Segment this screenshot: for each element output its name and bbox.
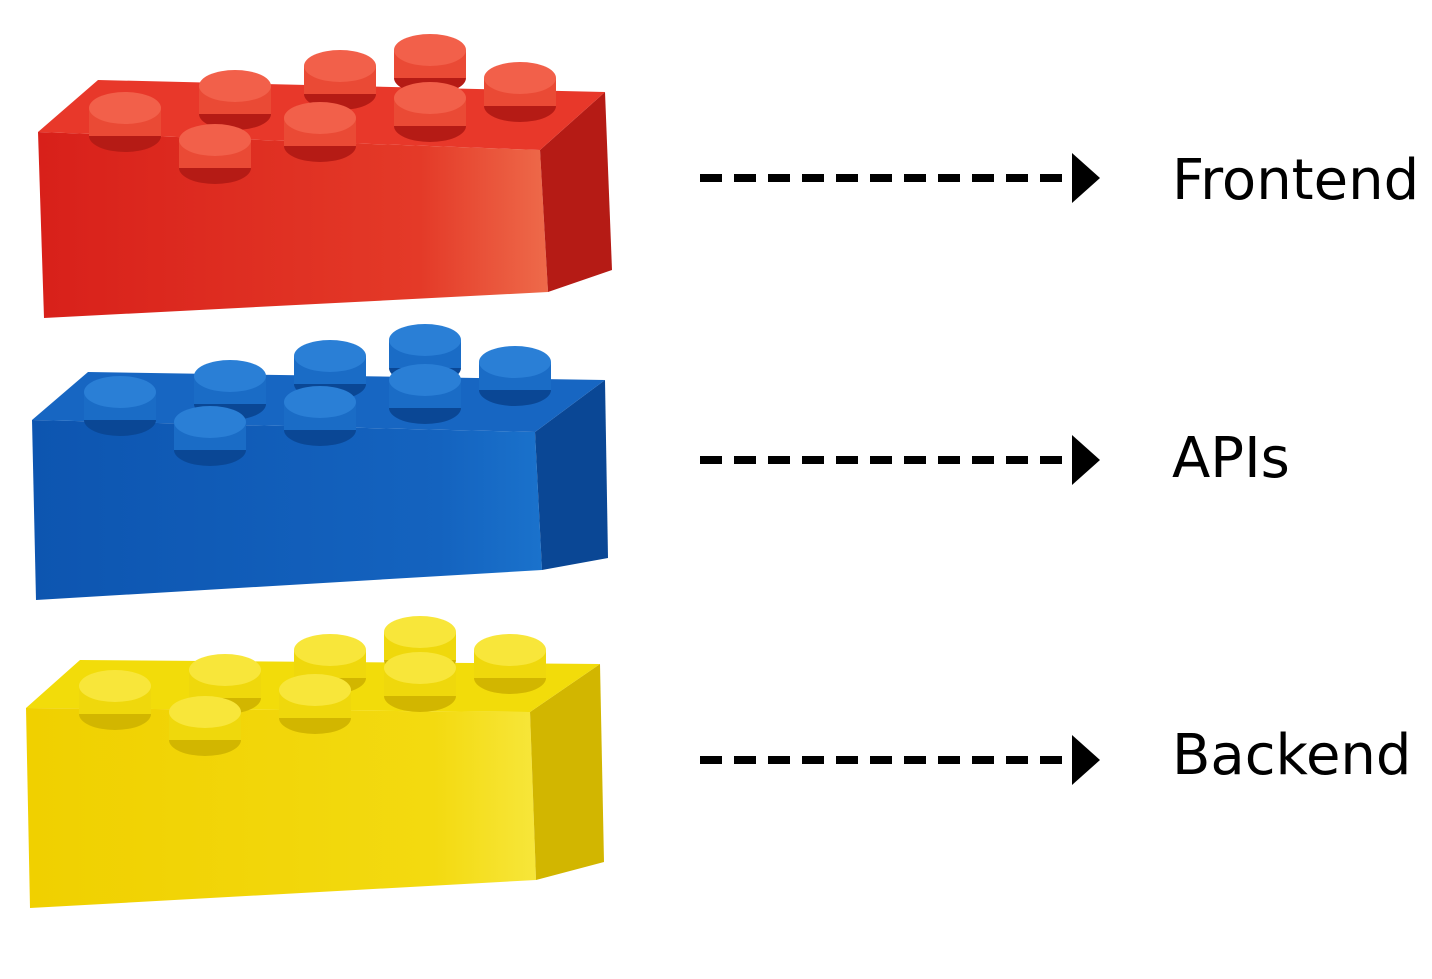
stud-top	[394, 82, 466, 114]
brick-stud	[484, 62, 556, 122]
brick-stud	[79, 670, 151, 730]
brick-stud	[169, 696, 241, 756]
stud-top	[389, 324, 461, 356]
stud-top	[294, 634, 366, 666]
brick-stud	[179, 124, 251, 184]
label-backend: Backend	[1172, 723, 1411, 788]
stud-top	[304, 50, 376, 82]
stud-top	[189, 654, 261, 686]
brick-stud	[384, 652, 456, 712]
brick-side-face	[540, 92, 612, 292]
stud-top	[174, 406, 246, 438]
stud-top	[179, 124, 251, 156]
brick-stud	[474, 634, 546, 694]
brick-stud	[199, 70, 271, 130]
brick-stud	[89, 92, 161, 152]
stud-top	[279, 674, 351, 706]
brick-stud	[304, 50, 376, 110]
stud-top	[384, 616, 456, 648]
stud-top	[89, 92, 161, 124]
brick-front-face	[26, 708, 536, 908]
blue-brick	[32, 324, 608, 600]
stud-top	[169, 696, 241, 728]
brick-side-face	[530, 664, 604, 880]
stud-top	[474, 634, 546, 666]
brick-stud	[479, 346, 551, 406]
arrow-frontend	[700, 153, 1100, 203]
brick-stud	[284, 102, 356, 162]
arrow-apis	[700, 435, 1100, 485]
label-apis: APIs	[1172, 426, 1290, 491]
arrow-backend	[700, 735, 1100, 785]
brick-stud	[389, 364, 461, 424]
stud-top	[384, 652, 456, 684]
stud-top	[479, 346, 551, 378]
brick-side-face	[535, 380, 608, 570]
brick-stud	[279, 674, 351, 734]
red-brick	[38, 34, 612, 318]
brick-stud	[194, 360, 266, 420]
brick-front-face	[32, 420, 542, 600]
stud-top	[79, 670, 151, 702]
stud-top	[194, 360, 266, 392]
stud-top	[84, 376, 156, 408]
stud-top	[484, 62, 556, 94]
brick-stud	[394, 82, 466, 142]
stud-top	[389, 364, 461, 396]
brick-front-face	[38, 132, 548, 318]
stud-top	[294, 340, 366, 372]
label-frontend: Frontend	[1172, 148, 1419, 213]
yellow-brick	[26, 616, 604, 908]
stud-top	[284, 386, 356, 418]
stud-top	[284, 102, 356, 134]
stud-top	[394, 34, 466, 66]
brick-stud	[284, 386, 356, 446]
brick-stud	[84, 376, 156, 436]
stud-top	[199, 70, 271, 102]
brick-stud	[174, 406, 246, 466]
